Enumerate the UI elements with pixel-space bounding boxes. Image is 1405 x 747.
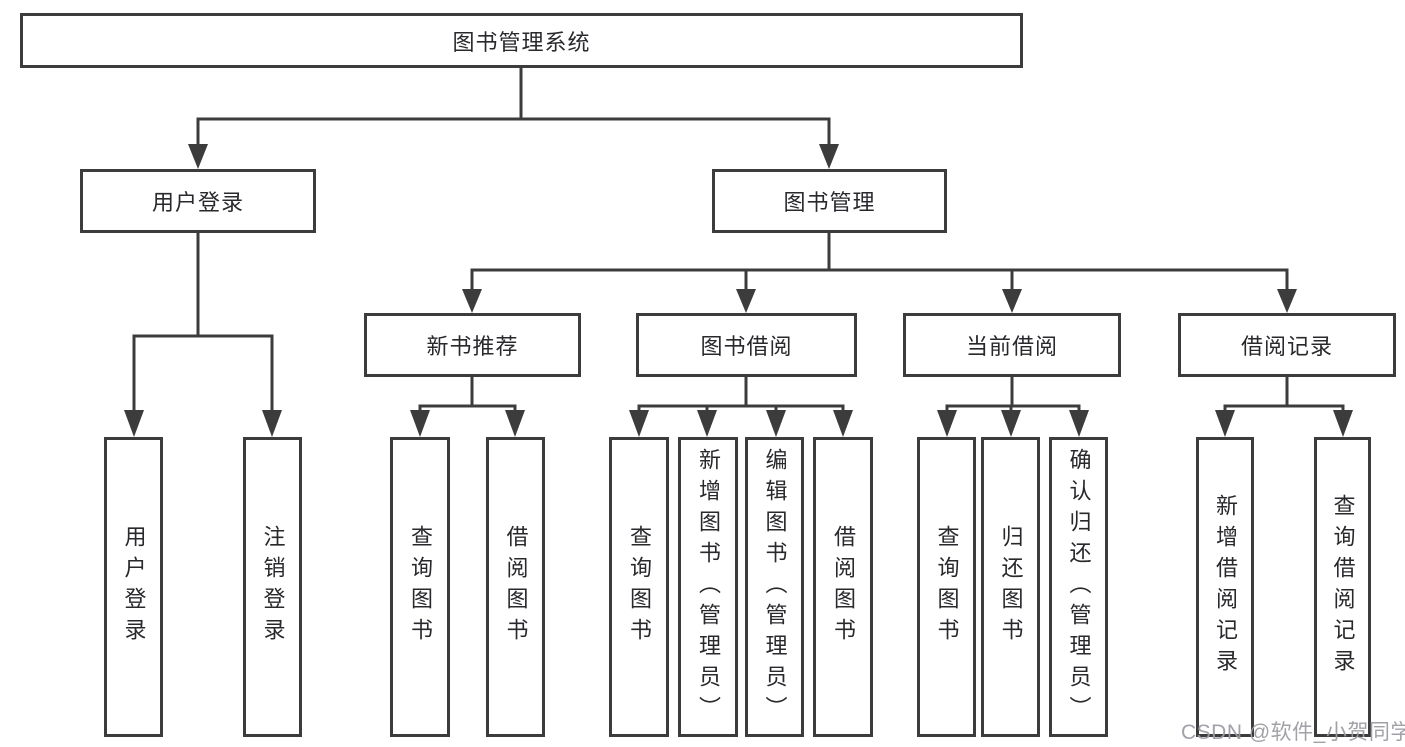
node-user-login: 用户登录 bbox=[80, 169, 316, 233]
connector-new-book-recommendation-branch bbox=[418, 375, 517, 416]
node-label: 查询图书 bbox=[627, 525, 652, 649]
arrowhead-icon bbox=[1215, 410, 1235, 437]
node-current-borrowing: 当前借阅 bbox=[903, 313, 1121, 377]
arrowhead-icon bbox=[1002, 289, 1022, 313]
node-label: 图书管理系统 bbox=[452, 29, 591, 55]
arrowhead-icon bbox=[124, 410, 144, 437]
node-label: 注销登录 bbox=[260, 525, 286, 649]
node-library-management-system: 图书管理系统 bbox=[20, 13, 1023, 68]
connector-user-login-branch bbox=[132, 231, 274, 415]
arrowhead-icon bbox=[937, 410, 957, 437]
node-new-book-recommendation: 新书推荐 bbox=[364, 313, 581, 377]
leaf-current-confirm-return-admin: 确认归还（管理员） bbox=[1049, 437, 1108, 737]
leaf-current-return-books: 归还图书 bbox=[981, 437, 1040, 737]
node-label: 编辑图书（管理员） bbox=[762, 447, 788, 727]
node-label: 用户登录 bbox=[151, 190, 244, 215]
leaf-logout-login: 注销登录 bbox=[243, 437, 302, 737]
arrowhead-icon bbox=[1277, 289, 1297, 313]
arrowhead-icon bbox=[833, 410, 853, 437]
node-borrowing-records: 借阅记录 bbox=[1178, 313, 1396, 377]
node-label: 归还图书 bbox=[998, 525, 1024, 649]
arrowheads bbox=[124, 144, 1353, 437]
leaf-recommend-query-books: 查询图书 bbox=[390, 437, 450, 737]
node-label: 查询图书 bbox=[408, 525, 433, 649]
arrowhead-icon bbox=[1069, 410, 1089, 437]
connector-book-borrowing-branch bbox=[637, 375, 845, 416]
node-label: 新书推荐 bbox=[426, 334, 519, 359]
node-label: 图书借阅 bbox=[700, 334, 793, 359]
connector-borrowing-records-branch bbox=[1223, 375, 1345, 416]
leaf-current-query-books: 查询图书 bbox=[917, 437, 976, 737]
node-book-borrowing: 图书借阅 bbox=[636, 313, 857, 377]
leaf-records-query-borrow-record: 查询借阅记录 bbox=[1314, 437, 1371, 737]
arrowhead-icon bbox=[629, 410, 649, 437]
leaf-borrowing-borrow-books: 借阅图书 bbox=[813, 437, 873, 737]
leaf-records-add-borrow-record: 新增借阅记录 bbox=[1196, 437, 1254, 737]
connector-root-to-level2 bbox=[196, 66, 831, 148]
arrowhead-icon bbox=[819, 144, 839, 169]
node-label: 查询图书 bbox=[934, 525, 960, 649]
arrowhead-icon bbox=[505, 410, 525, 437]
node-label: 当前借阅 bbox=[965, 334, 1058, 359]
arrowhead-icon bbox=[736, 289, 756, 313]
leaf-borrowing-query-books: 查询图书 bbox=[609, 437, 669, 737]
leaf-borrowing-add-books-admin: 新增图书（管理员） bbox=[678, 437, 738, 737]
arrowhead-icon bbox=[1333, 410, 1353, 437]
arrowhead-icon bbox=[188, 144, 208, 169]
leaf-recommend-borrow-books: 借阅图书 bbox=[486, 437, 545, 737]
arrowhead-icon bbox=[462, 289, 482, 313]
node-label: 借阅图书 bbox=[503, 525, 529, 649]
node-label: 新增图书（管理员） bbox=[696, 447, 721, 727]
arrowhead-icon bbox=[1001, 410, 1021, 437]
arrowhead-icon bbox=[697, 410, 717, 437]
watermark: CSDN @软件_小贺同学 bbox=[1181, 721, 1405, 744]
connector-book-management-to-level3 bbox=[470, 231, 1289, 293]
node-label: 新增借阅记录 bbox=[1213, 494, 1238, 680]
node-label: 用户登录 bbox=[121, 525, 147, 649]
arrowhead-icon bbox=[766, 410, 786, 437]
node-label: 借阅记录 bbox=[1240, 334, 1333, 359]
node-label: 查询借阅记录 bbox=[1330, 494, 1356, 680]
node-label: 确认归还（管理员） bbox=[1066, 447, 1092, 727]
leaf-borrowing-edit-books-admin: 编辑图书（管理员） bbox=[745, 437, 804, 737]
node-book-management: 图书管理 bbox=[712, 169, 947, 233]
node-label: 图书管理 bbox=[783, 190, 876, 215]
arrowhead-icon bbox=[410, 410, 430, 437]
node-label: 借阅图书 bbox=[831, 525, 856, 649]
connector-current-borrowing-branch bbox=[945, 375, 1081, 416]
arrowhead-icon bbox=[262, 410, 282, 437]
leaf-user-login: 用户登录 bbox=[104, 437, 163, 737]
